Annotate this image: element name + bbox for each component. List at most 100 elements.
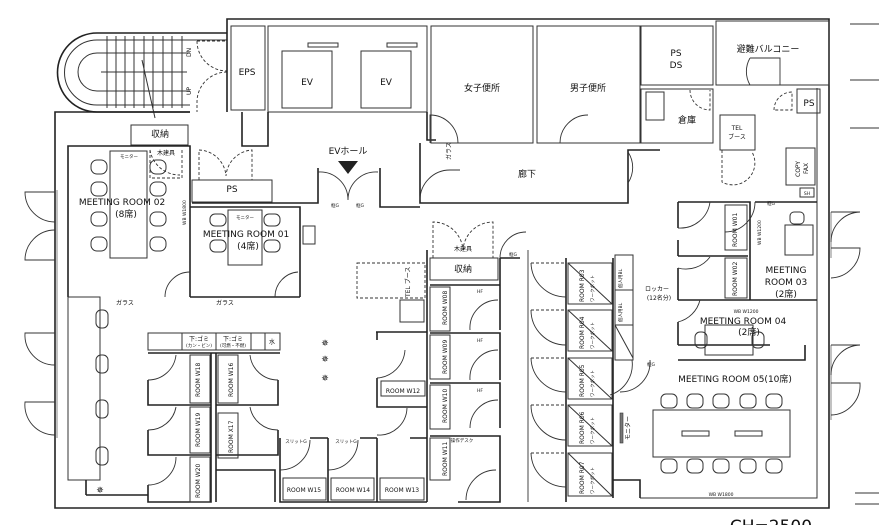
meeting-room-04-seats: (2席) [738,326,760,338]
work-pod-label: ワークポット [589,275,596,302]
slit-g-label: スリットG [335,439,357,445]
room-w14-label: ROOM W14 [336,487,370,494]
hf-label: HF [477,338,483,344]
plant-icon: ✵ [321,374,329,384]
hf-label: HF [477,388,483,394]
wood-fitting-label: 木建具 [157,149,175,157]
operation-desk-label: 操作デスク [451,437,474,444]
meeting-room-02-label: MEETING ROOM 02 [79,198,165,208]
storage-mid-label: 収納 [454,263,472,275]
meeting-room-04-label: MEETING ROOM 04 [700,317,787,327]
room-r06-label: ROOM R06 [579,411,586,444]
wood-fitting-mid-label: 木建具 [454,245,472,253]
trash-label-2: 下:ゴミ [223,335,243,343]
copy-label: COPY [795,161,802,177]
meeting-room-02-seats: (8席) [115,208,137,220]
room-r05-label: ROOM R05 [579,364,586,397]
exterior-doors[interactable] [24,23,879,505]
mens-toilet-label: 男子便所 [570,82,606,94]
room-w01-label: ROOM W01 [732,213,739,247]
locker-count-label: (12名分) [647,294,671,302]
hf-label: HF [477,289,483,295]
trash-sub-label-2: (可燃・不燃) [220,342,246,349]
fax-label: FAX [803,163,810,174]
meeting-room-01 [190,149,316,298]
locker-label: ロッカー [645,286,669,293]
tel-booth-mid-label: TEL ブース [404,267,412,298]
meeting-room-03-label: MEETING [766,266,807,276]
room-x17-label: ROOM X17 [228,420,235,453]
work-pod-label: ワークポット [589,467,596,494]
room-r07-label: ROOM R07 [579,461,586,494]
wb-w1800-vertical-label: WB W1800 [182,200,188,225]
plant-icon: ✵ [96,486,104,496]
frame-g-label: 框G [647,361,655,368]
meeting-room-05-label: MEETING ROOM 05(10席) [678,373,792,385]
meeting-room-02 [67,124,191,298]
work-pods [530,258,614,502]
corridor-label: 廊下 [518,168,536,180]
ceiling-height-label: CH=2500 [730,517,812,525]
personal-storage-label: 個人用BL [617,302,624,322]
glass-label-1: ガラス [116,299,134,307]
room-w13-label: ROOM W13 [385,487,419,494]
tel-booth-label-2: ブース [728,133,746,141]
monitor-05-label: モニター [624,416,632,440]
work-pod-label: ワークポット [589,370,596,397]
ds-label: DS [670,61,683,71]
monitor-01-label: モニター [236,214,254,221]
plant-icon: ✵ [321,355,329,365]
balcony-label: 避難バルコニー [737,43,800,55]
glass-vertical-label: ガラス [445,142,453,160]
room-w16-label: ROOM W16 [228,363,235,397]
work-rooms-east [426,221,529,503]
room-w18-label: ROOM W18 [195,363,202,397]
trash-sub-label-1: (カン・ビン) [186,342,212,349]
locker [614,254,634,361]
meeting-room-03-label-2: ROOM 03 [765,278,808,288]
eps-label: EPS [239,68,256,78]
work-rooms-center [279,262,427,503]
core-rooms [230,20,830,198]
room-w19-label: ROOM W19 [195,413,202,447]
sh-label: SH [804,191,810,197]
room-w11-label: ROOM W11 [442,442,449,476]
room-w12-label: ROOM W12 [386,388,420,395]
work-pod-label: ワークポット [589,417,596,444]
frame-g-label: 框G [767,200,775,207]
plant-icon: ✵ [321,339,329,349]
up-label: UP [186,87,193,95]
trash-label-1: 下:ゴミ [189,335,209,343]
ev-hall-label: EVホール [329,146,368,157]
ps-right-label: PS [803,99,814,109]
ps-label: PS [670,49,681,59]
counter [67,296,148,496]
room-w20-label: ROOM W20 [195,464,202,498]
down-label: DN [186,48,193,57]
wb-w1200-vertical-label: WB W1200 [757,220,763,245]
exterior-walls [54,18,832,509]
room-w02-label: ROOM W02 [732,262,739,296]
room-w10-label: ROOM W10 [442,389,449,423]
ev2-label: EV [380,78,393,88]
work-pod-label: ワークポット [589,322,596,349]
wb-w1200-label: WB W1200 [734,309,759,315]
ps-hall-label: PS [226,185,237,195]
frame-g-label: 框G [331,202,339,209]
corridor [192,143,660,208]
meeting-room-05 [613,393,791,498]
room-w09-label: ROOM W09 [442,340,449,374]
frame-g-label: 框G [356,202,364,209]
wb-w1800-label: WB W1800 [709,492,734,498]
work-rooms-west [147,332,281,503]
ev1-label: EV [301,78,314,88]
room-w08-label: ROOM W08 [442,291,449,325]
glass-label-2: ガラス [216,299,234,307]
staircase: DN UP [56,32,228,119]
personal-storage-label: 個人用BL [617,268,624,288]
frame-g-label: 框G [509,251,517,258]
meeting-room-01-seats: (4席) [237,240,259,252]
tel-booth-label: TEL [731,125,743,132]
meeting-rooms-east [609,201,817,396]
